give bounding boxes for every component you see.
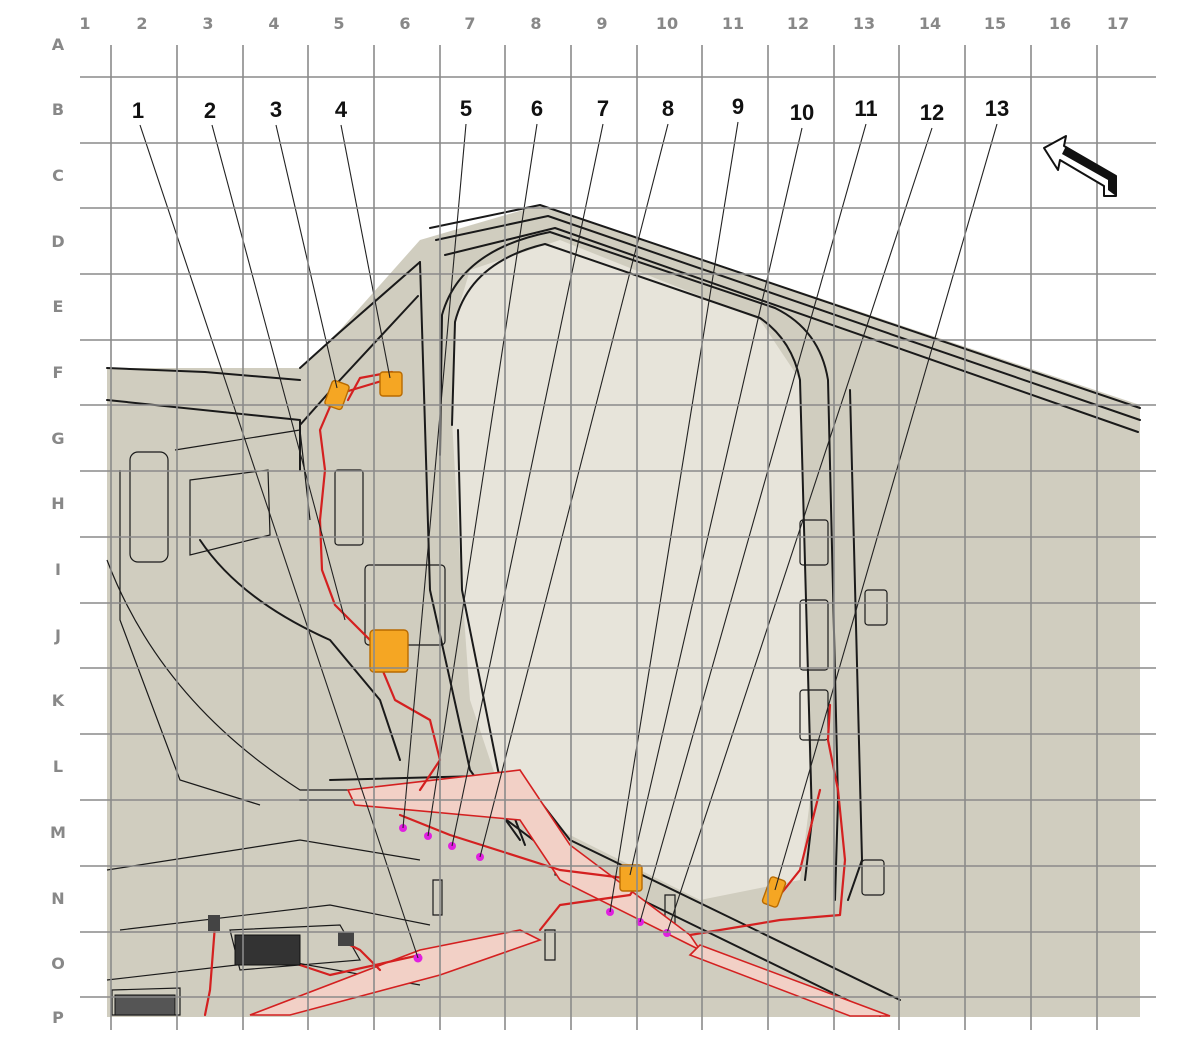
row-label: M xyxy=(50,823,66,842)
callout-number: 1 xyxy=(132,98,144,123)
fuse-block xyxy=(234,934,301,966)
row-label: E xyxy=(53,297,64,316)
column-label: 5 xyxy=(333,14,344,33)
column-label: 16 xyxy=(1049,14,1071,33)
callout-number: 13 xyxy=(985,96,1009,121)
callout-number: 11 xyxy=(854,96,877,121)
callout-number: 2 xyxy=(204,98,216,123)
connectors xyxy=(114,371,787,1016)
column-label: 15 xyxy=(984,14,1006,33)
row-label: A xyxy=(52,35,65,54)
callout-number: 8 xyxy=(662,96,674,121)
connector-large xyxy=(369,629,409,673)
connector-4 xyxy=(379,371,403,397)
small-connector xyxy=(338,932,354,946)
row-label: D xyxy=(51,232,64,251)
reference-grid xyxy=(80,45,1156,1030)
row-label: G xyxy=(51,429,64,448)
row-label: I xyxy=(55,560,61,579)
column-label: 1 xyxy=(79,14,90,33)
callout-number: 12 xyxy=(920,100,944,125)
row-label: C xyxy=(52,166,64,185)
row-label: J xyxy=(54,626,61,645)
column-label: 6 xyxy=(399,14,410,33)
callout-number: 7 xyxy=(597,96,609,121)
column-label: 13 xyxy=(853,14,875,33)
small-connector-left xyxy=(208,915,220,931)
direction-arrow-icon xyxy=(1043,135,1117,197)
column-label: 11 xyxy=(722,14,744,33)
callout-number: 9 xyxy=(732,94,744,119)
column-label: 7 xyxy=(464,14,475,33)
row-label: K xyxy=(52,691,65,710)
callout-number: 4 xyxy=(335,97,348,122)
row-label: N xyxy=(51,889,64,908)
wiring-harness xyxy=(203,370,891,1017)
column-label: 3 xyxy=(202,14,213,33)
column-label: 8 xyxy=(530,14,541,33)
row-label: P xyxy=(52,1008,64,1027)
row-label: L xyxy=(53,757,63,776)
column-label: 14 xyxy=(919,14,941,33)
column-label: 10 xyxy=(656,14,678,33)
lower-connector xyxy=(114,994,176,1016)
row-label: B xyxy=(52,100,64,119)
column-label: 9 xyxy=(596,14,607,33)
row-label: O xyxy=(51,954,65,973)
connector-3 xyxy=(324,379,350,411)
row-label: F xyxy=(53,363,64,382)
callout-number: 10 xyxy=(790,100,814,125)
row-labels: A B C D E F G H I J K L M N O P xyxy=(50,35,66,1027)
column-label: 17 xyxy=(1107,14,1129,33)
column-label: 12 xyxy=(787,14,809,33)
callout-number: 3 xyxy=(270,97,282,122)
row-label: H xyxy=(51,494,64,513)
column-label: 2 xyxy=(136,14,147,33)
column-label: 4 xyxy=(268,14,279,33)
callout-number: 5 xyxy=(460,96,472,121)
callout-number: 6 xyxy=(531,96,543,121)
splice-points xyxy=(399,824,671,963)
